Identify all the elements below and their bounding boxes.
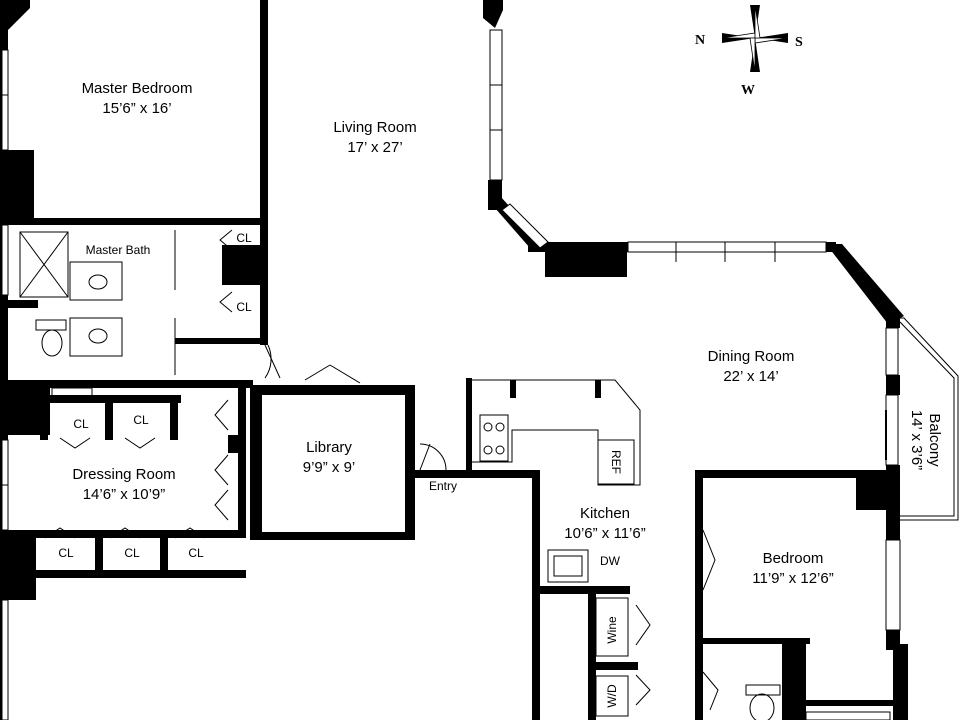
living-room-size: 17’ x 27’ — [347, 139, 402, 156]
kitchen-fixtures — [472, 379, 641, 717]
dining-room-size: 22’ x 14’ — [723, 368, 778, 385]
library-size: 9’9” x 9’ — [303, 459, 356, 476]
dressing-room-size: 14’6” x 10’9” — [83, 486, 166, 503]
kitchen-cabinet-blocks — [510, 380, 601, 398]
master-bedroom-name: Master Bedroom — [82, 80, 193, 97]
closet-label: CL — [188, 546, 204, 560]
balcony-railing — [899, 317, 959, 521]
windows — [1, 29, 901, 720]
balcony-name: Balcony — [926, 413, 943, 467]
closet-label: CL — [133, 413, 149, 427]
doors — [44, 229, 887, 711]
compass-rose: N S W — [695, 4, 803, 98]
bedroom-size: 11’9” x 12’6” — [752, 570, 833, 587]
dining-room-name: Dining Room — [708, 348, 795, 365]
compass-label-n: N — [695, 33, 705, 48]
bedroom-name: Bedroom — [763, 550, 824, 567]
washer-dryer-label: W/D — [605, 684, 619, 708]
dressing-room-name: Dressing Room — [72, 466, 175, 483]
master-bath-name: Master Bath — [86, 243, 151, 257]
closet-label: CL — [58, 546, 74, 560]
entry-label: Entry — [429, 479, 457, 493]
closet-label: CL — [124, 546, 140, 560]
compass-label-s: S — [795, 35, 803, 50]
master-bedroom-size: 15’6” x 16’ — [102, 100, 171, 117]
refrigerator-label: REF — [609, 450, 623, 474]
compass-label-w: W — [741, 83, 755, 98]
living-room-name: Living Room — [333, 119, 416, 136]
bath-fixtures — [19, 231, 891, 720]
kitchen-name: Kitchen — [580, 505, 630, 522]
library-name: Library — [306, 439, 352, 456]
walls — [0, 0, 908, 720]
closet-label: CL — [236, 300, 252, 314]
closet-label: CL — [236, 231, 252, 245]
kitchen-size: 10’6” x 11’6” — [564, 525, 645, 542]
wine-label: Wine — [605, 616, 619, 644]
closet-label: CL — [73, 417, 89, 431]
dishwasher-label: DW — [600, 554, 621, 568]
balcony-size: 14’ x 3’6” — [908, 410, 925, 470]
